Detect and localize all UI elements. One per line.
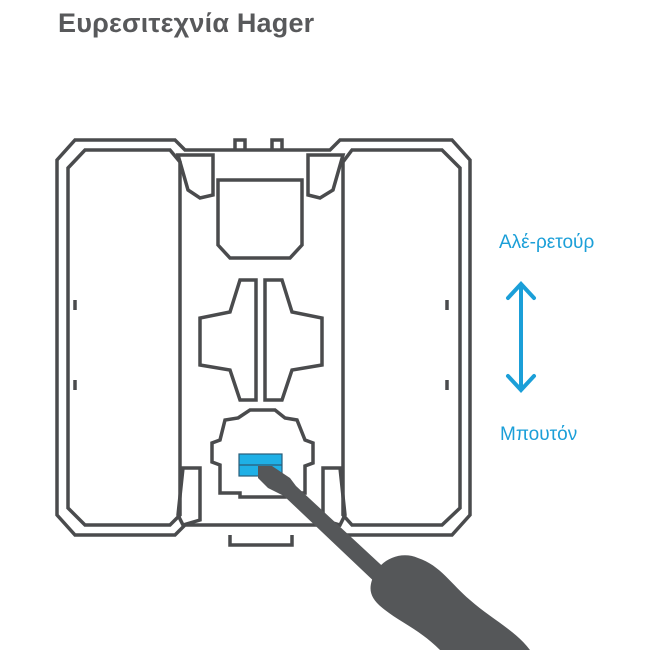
label-push-button-mode: Μπουτόν [500,424,578,445]
top-opening [216,178,304,260]
page-title: Ευρεσιτεχνία Hager [58,8,315,38]
left-panel [66,148,182,527]
label-toggle-mode: Αλέ-ρετούρ [499,232,595,253]
screwdriver-icon [258,466,530,650]
right-panel [341,148,462,527]
double-arrow-vertical-icon [506,281,536,393]
